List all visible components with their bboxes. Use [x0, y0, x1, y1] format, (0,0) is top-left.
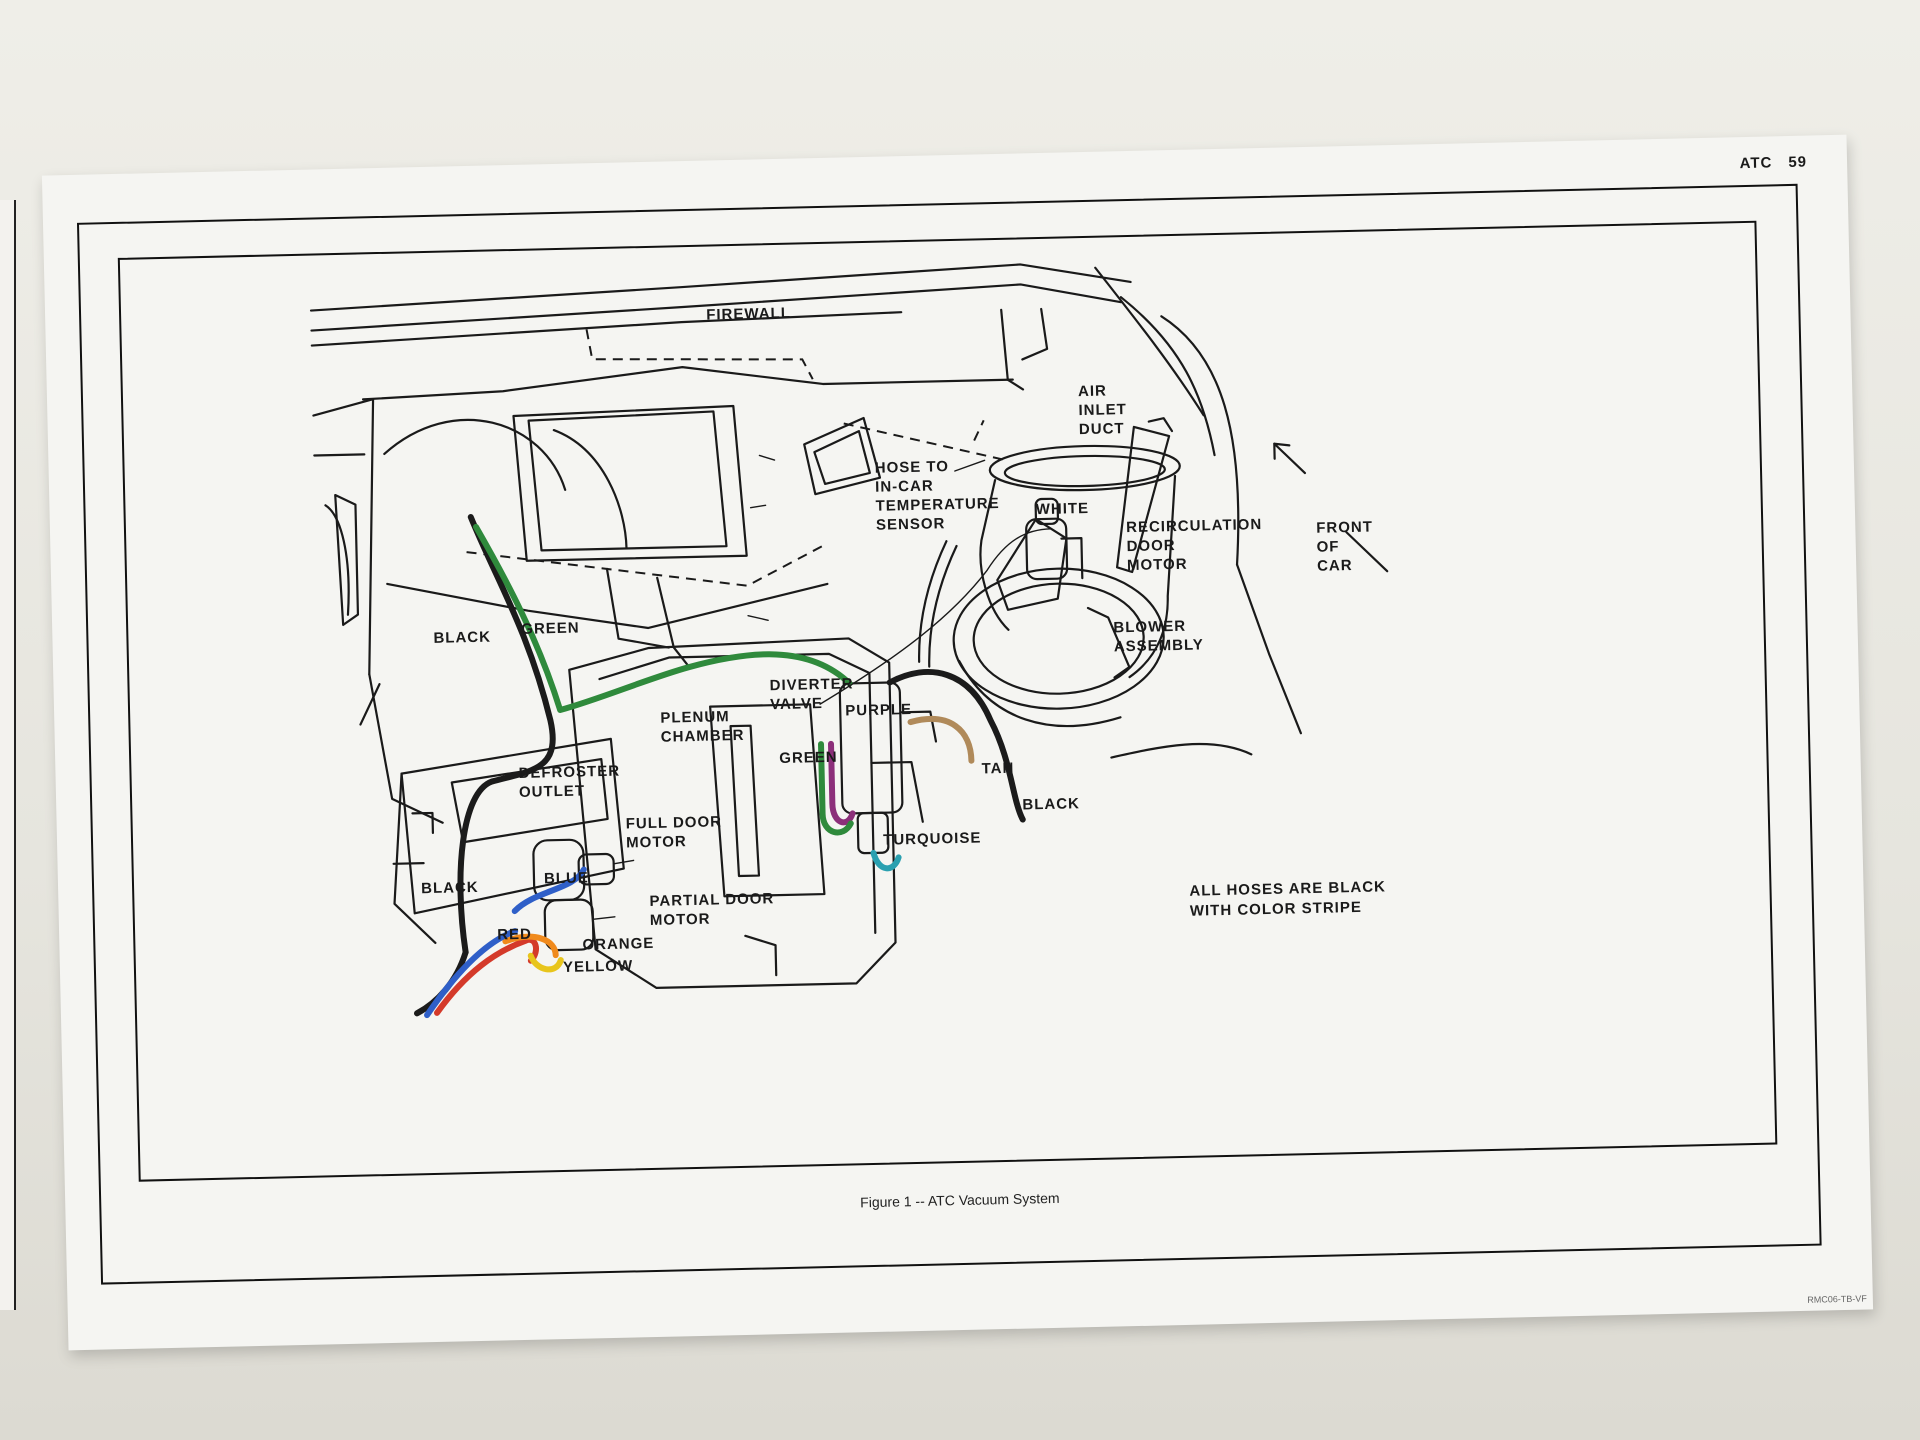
label-partial-door-2: MOTOR	[650, 911, 711, 929]
blower-assembly	[952, 518, 1165, 728]
label-hoses-note-1: ALL HOSES ARE BLACK	[1189, 878, 1386, 899]
label-plenum-1: PLENUM	[660, 708, 730, 727]
label-front-3: CAR	[1317, 557, 1353, 575]
figure-caption: Figure 1 -- ATC Vacuum System	[860, 1189, 1060, 1211]
label-full-door-2: MOTOR	[626, 833, 687, 851]
label-front-2: OF	[1316, 538, 1339, 556]
outer-frame: FIREWALL AIR INLET DUCT HOSE TO IN-CAR T…	[76, 183, 1822, 1285]
label-hoses-note-2: WITH COLOR STRIPE	[1190, 899, 1362, 920]
label-blue: BLUE	[544, 869, 589, 887]
footer-code: RMC06-TB-VF	[1807, 1293, 1867, 1305]
partial-door-motor	[543, 898, 616, 952]
section-label: ATC	[1739, 154, 1773, 173]
label-hose-sensor-1: HOSE TO	[875, 458, 950, 477]
label-white: WHITE	[1036, 500, 1090, 518]
recirculation-door-motor	[1025, 497, 1084, 581]
label-orange: ORANGE	[582, 935, 654, 954]
firewall-structure	[309, 263, 1302, 824]
vacuum-hoses	[414, 513, 1052, 1019]
label-red: RED	[497, 926, 532, 944]
label-diverter-1: DIVERTER	[769, 675, 853, 694]
label-black-bottom: BLACK	[421, 879, 479, 897]
label-firewall: FIREWALL	[706, 305, 791, 324]
label-defroster-1: DEFROSTER	[518, 763, 620, 782]
label-air-inlet-duct-3: DUCT	[1079, 420, 1125, 438]
label-tan: TAN	[981, 760, 1014, 778]
label-blower-1: BLOWER	[1113, 618, 1186, 637]
label-green-mid: GREEN	[779, 749, 838, 767]
label-front-1: FRONT	[1316, 519, 1373, 537]
label-diverter-2: VALVE	[770, 695, 823, 713]
label-turquoise: TURQUOISE	[883, 829, 982, 848]
label-recirc-2: DOOR	[1126, 537, 1175, 555]
manual-page: ATC 59	[41, 134, 1874, 1351]
label-full-door-1: FULL DOOR	[626, 813, 723, 832]
figure-frame: FIREWALL AIR INLET DUCT HOSE TO IN-CAR T…	[117, 220, 1778, 1182]
plenum-chamber	[568, 637, 924, 989]
label-recirc-1: RECIRCULATION	[1126, 516, 1262, 536]
page-header: ATC 59	[1723, 154, 1807, 173]
label-air-inlet-duct-1: AIR	[1078, 383, 1107, 401]
diverter-valve	[838, 681, 938, 855]
label-air-inlet-duct-2: INLET	[1078, 401, 1127, 419]
defroster-outlet	[392, 737, 625, 944]
label-hose-sensor-4: SENSOR	[876, 515, 946, 534]
label-recirc-3: MOTOR	[1127, 556, 1188, 574]
label-plenum-2: CHAMBER	[661, 727, 745, 746]
label-defroster-2: OUTLET	[519, 782, 585, 800]
label-black-right: BLACK	[1022, 795, 1080, 813]
label-black-left: BLACK	[433, 629, 491, 647]
air-inlet-duct	[979, 417, 1181, 679]
diagram-labels: FIREWALL AIR INLET DUCT HOSE TO IN-CAR T…	[421, 305, 1386, 976]
label-yellow: YELLOW	[563, 957, 634, 976]
label-purple: PURPLE	[845, 701, 912, 720]
front-of-car-arrows	[1273, 442, 1389, 573]
label-hose-sensor-3: TEMPERATURE	[875, 495, 999, 515]
label-partial-door-1: PARTIAL DOOR	[649, 890, 774, 910]
label-blower-2: ASSEMBLY	[1114, 636, 1204, 655]
page-number: 59	[1788, 153, 1808, 171]
label-hose-sensor-2: IN-CAR	[875, 477, 934, 495]
label-green-top: GREEN	[521, 620, 580, 638]
previous-page-edge	[0, 200, 16, 1310]
atc-vacuum-diagram: FIREWALL AIR INLET DUCT HOSE TO IN-CAR T…	[309, 263, 1389, 1019]
